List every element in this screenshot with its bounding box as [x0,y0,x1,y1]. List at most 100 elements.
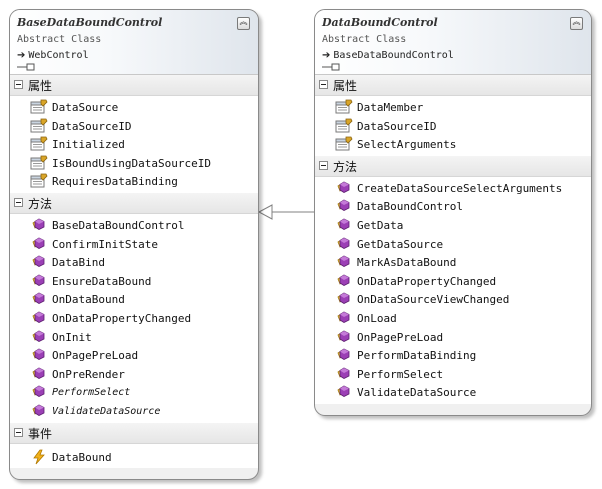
method-member[interactable]: OnDataPropertyChanged [315,272,591,291]
method-icon [337,311,350,323]
section-label: 方法 [28,196,53,211]
member-name: IsBoundUsingDataSourceID [52,156,211,170]
method-member[interactable]: OnDataPropertyChanged [10,309,258,328]
class-kind: Abstract Class [17,34,102,45]
member-list: DataBound [10,443,258,469]
member-name: PerformDataBinding [357,349,477,363]
collapse-toggle-icon[interactable] [14,197,23,207]
class-shape-basedataboundcontrol[interactable]: BaseDataBoundControl ︽ Abstract Class ➔W… [9,9,259,480]
member-name: OnDataPropertyChanged [52,311,192,325]
method-icon [337,385,350,398]
method-member[interactable]: ConfirmInitState [10,235,258,254]
method-member[interactable]: OnPreRender [10,365,258,384]
method-member[interactable]: OnLoad [315,309,591,328]
member-name: OnPagePreLoad [357,330,444,344]
section-label: 属性 [333,79,358,93]
method-member[interactable]: GetDataSource [315,235,591,254]
collapse-toggle-icon[interactable] [14,427,23,437]
method-icon [32,274,45,286]
arrow-right-icon: ➔ [322,50,331,61]
method-member[interactable]: OnPagePreLoad [10,346,258,365]
collapse-toggle-icon[interactable] [14,80,23,89]
method-member[interactable]: PerformDataBinding [315,346,591,365]
collapse-toggle-icon[interactable] [319,80,328,89]
method-icon [337,255,350,268]
event-icon [33,449,45,464]
method-icon [337,199,350,212]
interface-lollipop-icon [322,63,340,71]
method-member[interactable]: OnDataBound [10,290,258,309]
method-member[interactable]: OnDataSourceViewChanged [315,290,591,309]
section-header-methods[interactable]: 方法 [10,192,258,214]
double-chevron-up-icon[interactable]: ︽ [237,17,250,30]
method-icon [337,367,350,379]
member-name: Initialized [52,138,125,152]
method-icon [337,218,350,230]
base-class-name: BaseDataBoundControl [333,50,454,61]
member-name: OnPreRender [52,367,125,381]
section-header-events[interactable]: 事件 [10,422,258,444]
member-name: MarkAsDataBound [357,256,457,270]
member-name: OnInit [52,330,92,344]
method-member[interactable]: CreateDataSourceSelectArguments [315,179,591,198]
property-icon [335,118,353,133]
section-header-properties[interactable]: 属性 [10,75,258,96]
class-shape-databoundcontrol[interactable]: DataBoundControl ︽ Abstract Class ➔BaseD… [314,9,592,416]
interface-lollipop-icon [17,63,35,71]
member-name: ValidateDataSource [357,386,477,400]
class-header[interactable]: BaseDataBoundControl ︽ Abstract Class ➔W… [10,10,258,75]
arrow-right-icon: ➔ [17,50,26,61]
event-member[interactable]: DataBound [10,448,258,467]
method-member[interactable]: ValidateDataSource [10,402,258,421]
member-name: SelectArguments [357,138,457,152]
property-icon [30,118,48,133]
method-member[interactable]: OnInit [10,328,258,347]
property-member[interactable]: Initialized [10,135,258,154]
member-name: OnDataPropertyChanged [357,274,497,288]
method-member[interactable]: DataBind [10,253,258,272]
property-member[interactable]: DataSource [10,98,258,117]
member-name: GetData [357,218,404,232]
method-member[interactable]: DataBoundControl [315,197,591,216]
method-member[interactable]: ValidateDataSource [315,383,591,402]
method-icon [32,330,45,342]
class-header[interactable]: DataBoundControl ︽ Abstract Class ➔BaseD… [315,10,591,75]
property-member[interactable]: DataSourceID [315,117,591,136]
method-member[interactable]: PerformSelect [315,365,591,384]
method-icon [337,330,350,342]
base-class: ➔WebControl [17,50,89,61]
method-member[interactable]: GetData [315,216,591,235]
method-icon [337,292,350,305]
property-member[interactable]: SelectArguments [315,135,591,154]
section-header-methods[interactable]: 方法 [315,155,591,177]
double-chevron-up-icon[interactable]: ︽ [570,17,583,30]
property-member[interactable]: DataMember [315,98,591,117]
property-icon [30,136,48,151]
member-name: PerformSelect [357,367,444,381]
method-icon [32,255,45,268]
method-icon [337,274,350,286]
property-member[interactable]: DataSourceID [10,117,258,136]
method-member[interactable]: PerformSelect [10,383,258,402]
events-section: 事件 DataBound [10,422,258,469]
property-icon [30,173,48,188]
member-name: DataBound [52,450,112,464]
section-header-properties[interactable]: 属性 [315,75,591,96]
member-name: PerformSelect [52,387,131,399]
member-name: OnPagePreLoad [52,349,139,363]
property-member[interactable]: RequiresDataBinding [10,172,258,191]
method-member[interactable]: OnPagePreLoad [315,328,591,347]
base-class-name: WebControl [28,50,89,61]
property-member[interactable]: IsBoundUsingDataSourceID [10,154,258,173]
method-member[interactable]: MarkAsDataBound [315,253,591,272]
method-member[interactable]: EnsureDataBound [10,272,258,291]
collapse-toggle-icon[interactable] [319,160,328,170]
method-icon [337,237,350,249]
method-member[interactable]: BaseDataBoundControl [10,216,258,235]
member-name: OnDataBound [52,293,125,307]
